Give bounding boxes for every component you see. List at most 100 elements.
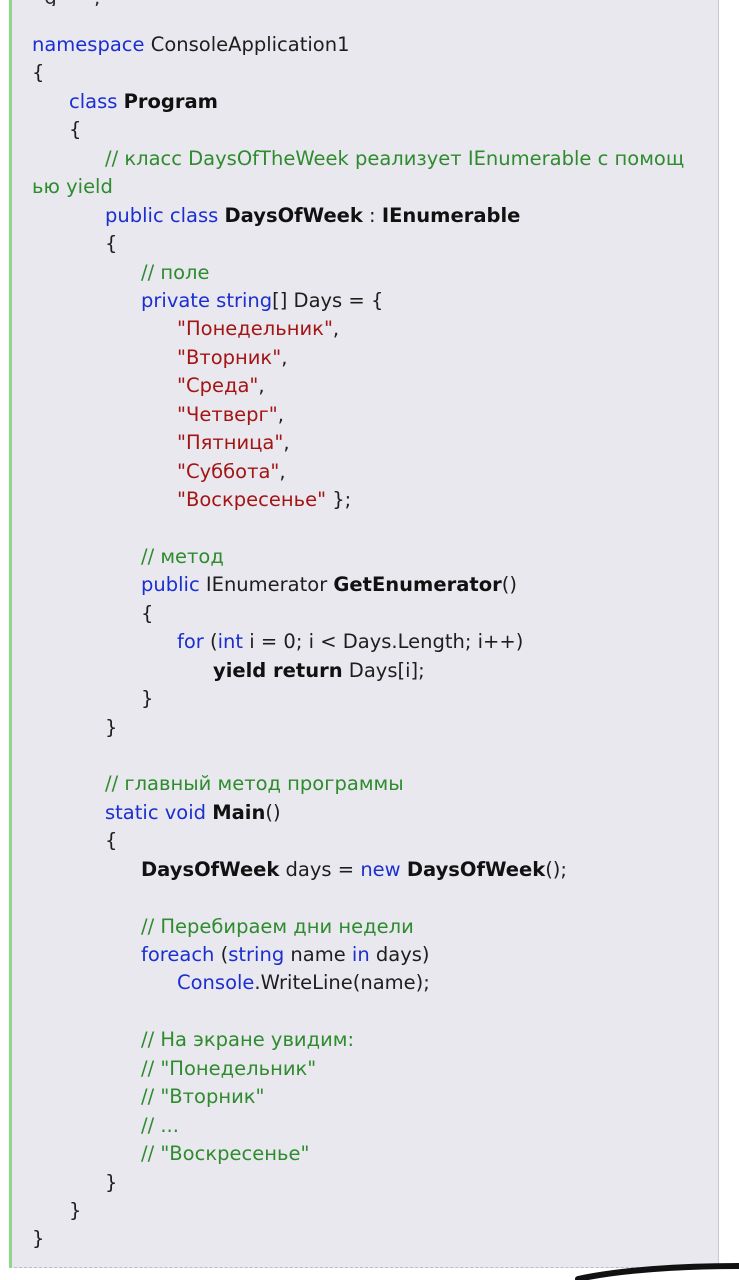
code-line: { [32, 600, 727, 628]
type-name: DaysOfWeek [141, 857, 280, 881]
code-line: { [32, 827, 727, 855]
keyword: new [360, 857, 401, 881]
comment: // метод [141, 544, 224, 568]
brace: } [105, 715, 118, 739]
method-name: Main [212, 800, 266, 824]
code-line-string: "Вторник", [32, 344, 727, 372]
brace: } [69, 1198, 82, 1222]
keyword: private [141, 288, 210, 312]
string-literal: "Воскресенье" [177, 488, 327, 511]
keyword: for [177, 630, 204, 654]
keyword: class [69, 89, 118, 113]
keyword: class [169, 203, 219, 227]
code-line-namespace: namespace ConsoleApplication1 [32, 31, 727, 59]
string-literal: "Четверг" [177, 402, 278, 426]
code-line: } [32, 1225, 727, 1253]
comment: // класс DaysOfTheWeek реализует IEnumer… [105, 146, 685, 170]
keyword: foreach [141, 943, 215, 966]
code-line-comment: // метод [32, 543, 727, 571]
paren-open: ( [203, 630, 218, 654]
code-line-comment: // "Воскресенье" [32, 1140, 727, 1168]
code-line: } [32, 685, 727, 713]
field-decl: [] Days = { [272, 288, 384, 312]
brace: { [105, 829, 118, 853]
comma: , [281, 345, 288, 369]
code-line-class-decl: public class DaysOfWeek : IEnumerable [32, 202, 727, 230]
code-panel: g ; namespace ConsoleApplication1 { clas… [9, 0, 719, 1268]
code-line-comment: // класс DaysOfTheWeek реализует IEnumer… [32, 145, 727, 173]
keyword: string [216, 288, 273, 312]
loop-source: days) [369, 943, 430, 966]
keyword: void [164, 800, 207, 824]
brace: } [32, 1227, 45, 1251]
call: .WriteLine(name); [254, 971, 430, 995]
code-line-string: "Среда", [32, 372, 727, 400]
code-line-string: "Воскресенье" }; [32, 486, 727, 514]
comment: // "Вторник" [141, 1085, 265, 1109]
var-decl: days = [279, 857, 361, 881]
code-line-for: for (int i = 0; i < Days.Length; i++) [32, 628, 727, 656]
code-line-string: "Суббота", [32, 458, 727, 486]
array-close: }; [326, 488, 352, 511]
interface-name: IEnumerable [381, 203, 521, 227]
class-name: DaysOfWeek [224, 203, 363, 227]
code-line-blank [32, 742, 727, 770]
comma: , [258, 374, 265, 398]
code-line-field: private string[] Days = { [32, 287, 727, 315]
brace: } [141, 687, 154, 711]
code-line-comment: // "Вторник" [32, 1083, 727, 1111]
comment: // главный метод программы [105, 772, 404, 796]
string-literal: "Понедельник" [177, 317, 333, 341]
code-line-comment: // Перебираем дни недели [32, 913, 727, 941]
code-line-writeline: Console.WriteLine(name); [32, 969, 727, 997]
code-line: } [32, 1197, 727, 1225]
comma: , [277, 402, 284, 426]
code-line-instance: DaysOfWeek days = new DaysOfWeek(); [32, 856, 727, 884]
parens: () [265, 800, 281, 824]
string-literal: "Среда" [177, 374, 259, 398]
code-line-blank [32, 514, 727, 542]
comment: ью yield [32, 175, 113, 199]
code-line-main: static void Main() [32, 799, 727, 827]
code-line-string: "Пятница", [32, 429, 727, 457]
keyword: public [141, 573, 200, 597]
comment: // "Воскресенье" [141, 1142, 310, 1166]
comma: , [332, 317, 340, 341]
string-literal: "Пятница" [177, 431, 284, 455]
for-body: i = 0; i < Days.Length; i++) [243, 630, 524, 654]
class-name: Program [123, 89, 218, 113]
comment: // Перебираем дни недели [141, 914, 414, 938]
keyword: public [105, 203, 164, 227]
code-line: { [32, 230, 727, 258]
brace: { [32, 61, 45, 85]
code-line-comment: // поле [32, 259, 727, 287]
code-block: namespace ConsoleApplication1 { class Pr… [32, 31, 727, 1254]
method-name: GetEnumerator [333, 573, 502, 597]
loop-var: name [284, 943, 352, 966]
separator: : [362, 203, 382, 227]
keyword: namespace [32, 33, 145, 56]
keyword: in [351, 943, 370, 966]
comment: // "Понедельник" [141, 1056, 317, 1080]
code-line-comment: // На экране увидим: [32, 1026, 727, 1054]
keyword: string [228, 943, 285, 966]
brace: } [105, 1170, 118, 1194]
code-line-yield: yield return Days[i]; [32, 657, 727, 685]
call-end: (); [545, 857, 567, 881]
code-line: } [32, 714, 727, 742]
comment: // поле [141, 260, 210, 284]
paren-open: ( [214, 943, 229, 966]
keyword: static [105, 800, 159, 824]
code-line-blank [32, 998, 727, 1026]
code-line-string: "Четверг", [32, 401, 727, 429]
namespace-name: ConsoleApplication1 [150, 33, 350, 56]
code-line-class: class Program [32, 88, 727, 116]
code-line-method: public IEnumerator GetEnumerator() [32, 571, 727, 599]
comment: // ... [141, 1113, 179, 1137]
type-name: DaysOfWeek [406, 857, 546, 881]
keyword-bold: yield return [213, 658, 343, 682]
code-line-comment-wrap: ью yield [32, 173, 727, 201]
code-line-comment: // ... [32, 1112, 727, 1140]
yield-body: Days[i]; [342, 658, 425, 682]
code-line-string: "Понедельник", [32, 315, 727, 343]
